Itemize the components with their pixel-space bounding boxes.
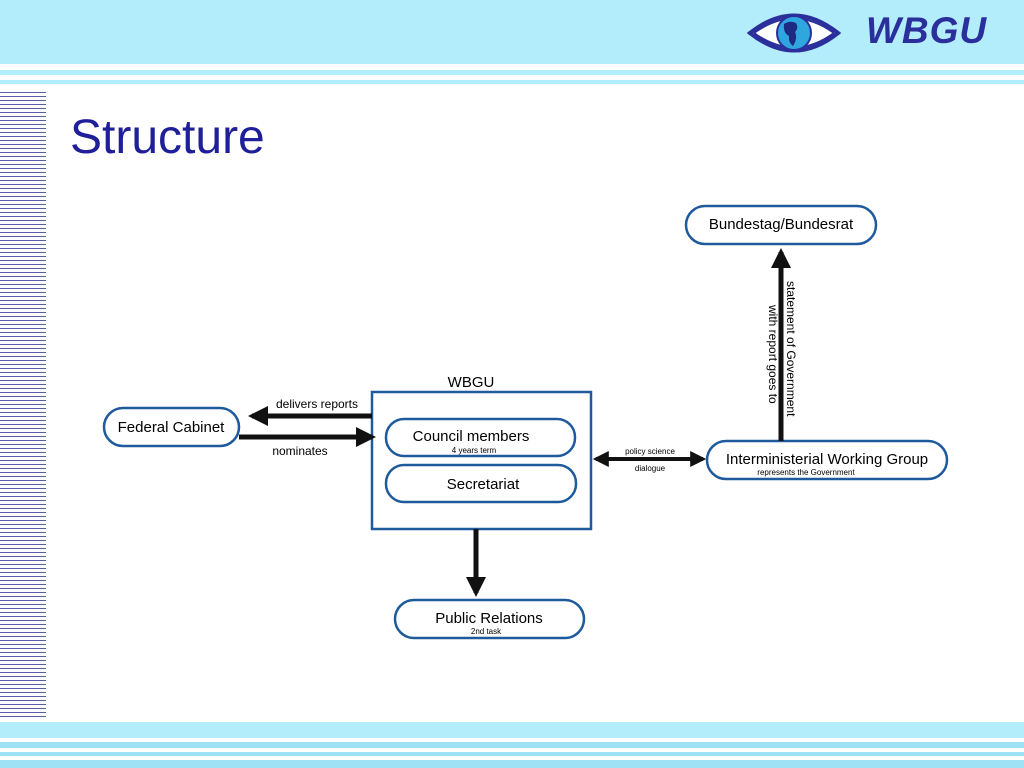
edge-policy-science-label: policy science bbox=[625, 447, 675, 456]
structure-diagram: Bundestag/Bundesrat Federal Cabinet WBGU… bbox=[102, 204, 949, 640]
node-wbgu-box: WBGU bbox=[370, 374, 593, 531]
node-bundestag: Bundestag/Bundesrat bbox=[684, 204, 878, 246]
side-decoration bbox=[0, 92, 46, 718]
edge-nominates-label: nominates bbox=[272, 444, 327, 458]
footer-stripe bbox=[0, 760, 1024, 768]
node-wbgu-box-label: WBGU bbox=[448, 374, 495, 391]
node-iwg-label: Interministerial Working Group bbox=[726, 451, 928, 468]
node-public-relations: Public Relations 2nd task bbox=[393, 598, 586, 640]
node-federal-cabinet: Federal Cabinet bbox=[102, 406, 241, 448]
node-bundestag-label: Bundestag/Bundesrat bbox=[709, 216, 854, 233]
footer-stripe bbox=[0, 752, 1024, 756]
page-title: Structure bbox=[70, 111, 265, 164]
node-iwg-sublabel: represents the Government bbox=[757, 468, 855, 477]
edge-delivers-reports-label: delivers reports bbox=[276, 397, 358, 411]
logo-text: WBGU bbox=[866, 10, 988, 51]
node-secretariat-label: Secretariat bbox=[447, 476, 520, 493]
node-public-relations-sublabel: 2nd task bbox=[471, 627, 502, 636]
edge-statement-label-line1: statement of Government bbox=[784, 281, 798, 417]
footer-stripe bbox=[0, 742, 1024, 748]
node-iwg: Interministerial Working Group represent… bbox=[705, 439, 949, 481]
node-federal-cabinet-label: Federal Cabinet bbox=[118, 419, 226, 436]
edge-dialogue-label: dialogue bbox=[635, 464, 666, 473]
node-council-members: Council members 4 years term bbox=[384, 417, 577, 458]
edge-statement-label-line2: with report goes to bbox=[766, 304, 780, 404]
header-stripe bbox=[0, 70, 1024, 75]
header-band bbox=[0, 0, 1024, 64]
footer-band bbox=[0, 722, 1024, 738]
node-secretariat: Secretariat bbox=[384, 463, 578, 504]
node-council-members-sublabel: 4 years term bbox=[452, 446, 497, 455]
header-stripe bbox=[0, 80, 1024, 84]
eye-globe-logo-icon bbox=[746, 13, 842, 53]
node-public-relations-label: Public Relations bbox=[435, 610, 543, 627]
node-council-members-label: Council members bbox=[413, 428, 530, 445]
